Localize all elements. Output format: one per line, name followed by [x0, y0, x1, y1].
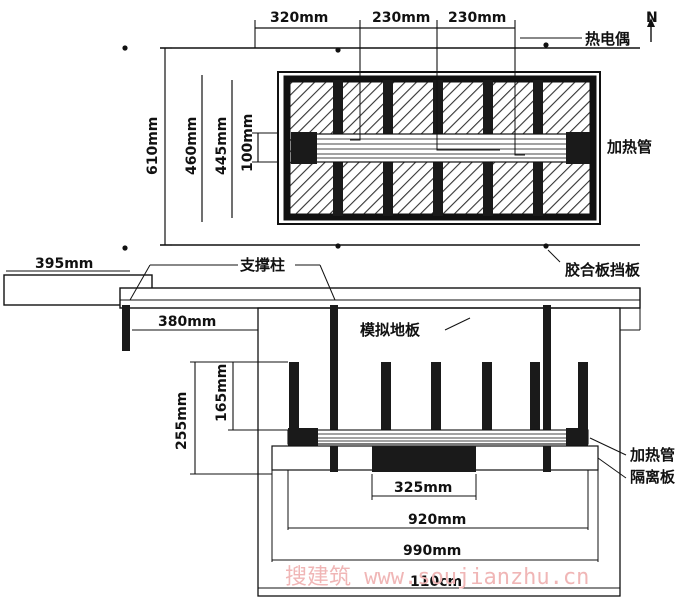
dim-325: 325mm: [394, 480, 452, 496]
dim-230-a: 230mm: [372, 10, 430, 26]
dim-255: 255mm: [174, 392, 190, 450]
thermocouple-label: 热电偶: [585, 30, 630, 48]
dim-165: 165mm: [214, 364, 230, 422]
heating-pipe-label-front: 加热管: [629, 446, 675, 464]
pipe-end-left-front: [288, 428, 318, 446]
dim-920: 920mm: [408, 512, 466, 528]
watermark: 搜建筑 www.soujianzhu.cn: [285, 565, 589, 590]
support-post: [330, 305, 338, 433]
dim-990: 990mm: [403, 543, 461, 559]
pipe-end-right: [566, 132, 590, 164]
center-block: [372, 446, 476, 472]
top-view: 320mm 230mm 230mm 热电偶 N 610mm 460mm 445m…: [122, 10, 658, 251]
pipe-end-left: [291, 132, 317, 164]
dim-100: 100mm: [240, 114, 256, 172]
dim-320: 320mm: [270, 10, 328, 26]
floor-slab: [119, 287, 641, 309]
baffle-label: 胶合板挡板: [565, 261, 641, 279]
front-view: 395mm 支撑柱 胶合板挡板 380mm 模拟地板: [3, 249, 676, 597]
support-post: [543, 305, 551, 433]
dim-460: 460mm: [184, 117, 200, 175]
dim-230-b: 230mm: [448, 10, 506, 26]
marker-dot: [543, 42, 549, 48]
heating-pipe-label-top: 加热管: [606, 138, 652, 156]
heating-pipe-layer: [287, 429, 589, 445]
dim-110cm: 110cm: [410, 574, 462, 590]
marker-dot: [122, 245, 128, 251]
marker-dot: [335, 47, 341, 53]
dim-445: 445mm: [214, 117, 230, 175]
floor-dividers: [289, 362, 588, 434]
floor-label: 模拟地板: [360, 321, 421, 339]
dim-610: 610mm: [145, 117, 161, 175]
marker-dot: [335, 243, 341, 249]
separator-label: 隔离板: [630, 468, 676, 486]
dim-380: 380mm: [158, 314, 216, 330]
marker-dot: [122, 45, 128, 51]
dim-395: 395mm: [35, 256, 93, 272]
pipe-end-right-front: [566, 428, 588, 446]
north-label: N: [646, 10, 658, 26]
support-post-left: [122, 305, 130, 351]
support-post-label: 支撑柱: [239, 256, 285, 274]
marker-dot: [543, 243, 549, 249]
north-arrow-icon: [647, 18, 655, 27]
